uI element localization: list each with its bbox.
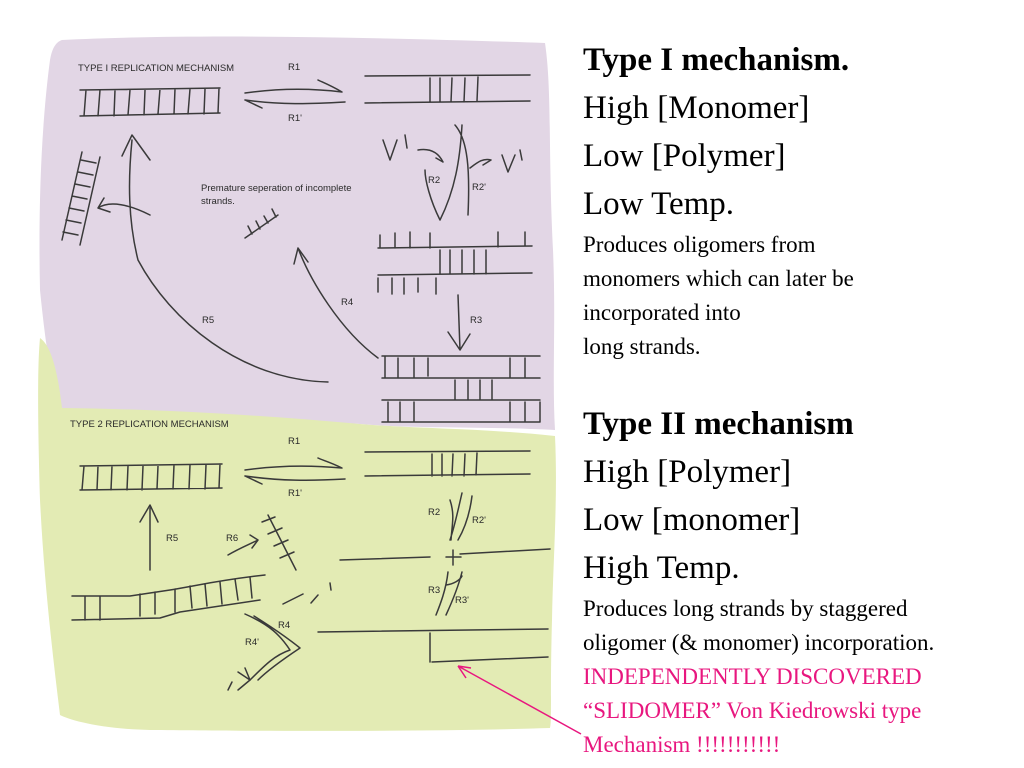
type2-r1-arrow [244, 457, 346, 485]
type1-label-r1p: R1' [288, 113, 302, 124]
type2-duplex-top-right [364, 450, 531, 477]
type1-condition-2: Low [Polymer] [583, 138, 786, 174]
type2-highlight-3: Mechanism !!!!!!!!!!! [583, 732, 781, 757]
type1-label-r3: R3 [470, 315, 482, 326]
type1-ladder-top-left [79, 87, 221, 117]
type2-label-r3: R3 [428, 585, 440, 596]
type1-label-r5: R5 [202, 315, 214, 326]
type1-diagonal-ladder [61, 151, 101, 246]
type2-ladder-top-left [79, 463, 223, 491]
highlight-arrow [457, 665, 582, 735]
type2-condition-3: High Temp. [583, 550, 740, 586]
type2-r3-branch [435, 571, 463, 616]
type1-strands-bottom [381, 355, 541, 423]
type2-condition-1: High [Polymer] [583, 454, 792, 490]
type1-condition-3: Low Temp. [583, 186, 735, 222]
type2-label-r5: R5 [166, 533, 178, 544]
type2-label-r4p: R4' [245, 637, 259, 648]
type2-label-r1: R1 [288, 436, 300, 447]
type1-desc-3: incorporated into [583, 300, 741, 325]
type1-panel [39, 36, 555, 430]
type1-strands-middle [377, 231, 533, 295]
type2-title: TYPE 2 REPLICATION MECHANISM [70, 419, 229, 430]
type2-strands-bottom-right [317, 628, 549, 663]
type1-r1-arrow [244, 79, 346, 109]
type2-label-r2: R2 [428, 507, 440, 518]
type2-label-r6: R6 [226, 533, 238, 544]
type2-highlight-1: INDEPENDENTLY DISCOVERED [583, 664, 922, 689]
type1-r2-branch [382, 124, 523, 221]
type2-description: Type II mechanism High [Polymer] Low [mo… [583, 400, 934, 762]
type1-fragment [244, 208, 279, 239]
type2-label-r3p: R3' [455, 595, 469, 606]
type1-left-arrow [97, 197, 151, 216]
type1-label-r2: R2 [428, 175, 440, 186]
type1-label-r2p: R2' [472, 182, 486, 193]
type1-desc-2: monomers which can later be [583, 266, 854, 291]
type1-desc-4: long strands. [583, 334, 701, 359]
type1-sketch: TYPE I REPLICATION MECHANISM R1 R1' R2 R… [61, 62, 541, 423]
type2-r6-arrow [227, 534, 259, 556]
type2-r4-branch [244, 582, 332, 681]
type1-r4-arrow [293, 247, 379, 359]
type1-r5-arrow [121, 134, 329, 383]
type1-duplex-top-right [364, 74, 531, 104]
type2-heading: Type II mechanism [583, 406, 854, 442]
type1-label-r1: R1 [288, 62, 300, 73]
type2-strand-left [71, 574, 266, 621]
type2-label-r4: R4 [278, 620, 290, 631]
type2-r2-branch [449, 492, 473, 541]
type2-panel [38, 338, 556, 731]
type2-middle-line [339, 548, 551, 566]
type1-label-r4: R4 [341, 297, 353, 308]
type2-r5-arrow [139, 504, 159, 571]
type2-sketch: TYPE 2 REPLICATION MECHANISM R1 R1' R2 R… [70, 419, 551, 691]
type2-fragment [261, 514, 297, 571]
type1-heading: Type I mechanism. [583, 42, 850, 78]
type2-desc-2: oligomer (& monomer) incorporation. [583, 630, 935, 655]
type1-title: TYPE I REPLICATION MECHANISM [78, 63, 234, 74]
type2-label-r1p: R1' [288, 488, 302, 499]
type1-desc-1: Produces oligomers from [583, 232, 816, 257]
type1-note-line2: strands. [201, 196, 235, 207]
type2-condition-2: Low [monomer] [583, 502, 801, 538]
type1-r3-arrow [447, 294, 471, 351]
type2-highlight-2: “SLIDOMER” Von Kiedrowski type [583, 698, 922, 723]
type1-note-line1: Premature seperation of incomplete [201, 183, 352, 194]
type2-r4p-arrow [227, 667, 251, 691]
type2-label-r2p: R2' [472, 515, 486, 526]
type2-desc-1: Produces long strands by staggered [583, 596, 908, 621]
type1-description: Type I mechanism. High [Monomer] Low [Po… [583, 36, 854, 364]
type1-condition-1: High [Monomer] [583, 90, 810, 126]
